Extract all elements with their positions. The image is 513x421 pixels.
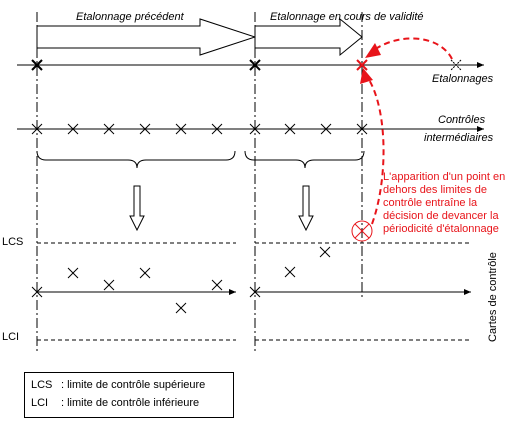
brace-current — [244, 150, 365, 169]
advance-arrowhead — [365, 43, 381, 58]
control-mark — [67, 123, 79, 135]
annotation-line-2: dehors des limites de — [383, 184, 487, 196]
legend-text: : limite de contrôle inférieure — [61, 397, 200, 409]
chart-point — [31, 286, 43, 298]
down-arrow-previous — [129, 185, 145, 232]
chart-point — [103, 279, 115, 291]
label-etalonnages: Etalonnages — [432, 73, 494, 85]
label-cartes-de-controle: Cartes de contrôle — [487, 252, 499, 342]
calibration-mark-planned — [450, 59, 462, 71]
control-mark — [211, 123, 223, 135]
period-arrow-previous — [36, 18, 257, 56]
calibration-mark-1 — [31, 59, 43, 71]
legend-row-lcs: LCS : limite de contrôle supérieure — [31, 379, 205, 391]
control-mark — [249, 123, 261, 135]
legend-text: : limite de contrôle supérieure — [61, 379, 206, 391]
calibration-mark-2 — [249, 59, 261, 71]
advance-arrow — [373, 37, 453, 60]
chart-point — [211, 279, 223, 291]
control-mark — [284, 123, 296, 135]
annotation-line-5: périodicité d'étalonnage — [383, 223, 499, 235]
label-etalonnage-en-cours: Etalonnage en cours de validité — [270, 11, 424, 23]
control-mark — [139, 123, 151, 135]
trigger-arrow — [367, 77, 385, 225]
period-arrow-current — [254, 17, 363, 57]
control-marks — [31, 123, 368, 135]
chart-points — [31, 246, 331, 314]
chart-point — [319, 246, 331, 258]
brace-previous — [36, 150, 236, 169]
label-controles: Contrôles — [438, 114, 486, 126]
control-mark — [320, 123, 332, 135]
control-mark — [103, 123, 115, 135]
control-mark — [356, 123, 368, 135]
control-mark — [31, 123, 43, 135]
chart-point — [249, 286, 261, 298]
legend-row-lci: LCI : limite de contrôle inférieure — [31, 397, 199, 409]
legend-abbr: LCI — [31, 397, 49, 409]
trigger-arrowhead — [360, 68, 373, 84]
annotation-line-3: contrôle entraîne la — [383, 197, 478, 209]
label-lcs: LCS — [2, 236, 23, 248]
down-arrow-current — [298, 185, 314, 232]
legend-box: LCS : limite de contrôle supérieure LCI : … — [24, 372, 234, 418]
calibration-mark-current — [356, 59, 368, 71]
annotation-line-4: décision de devancer la — [383, 210, 499, 222]
legend-abbr: LCS — [31, 379, 53, 391]
label-lci: LCI — [2, 331, 19, 343]
chart-point — [175, 302, 187, 314]
chart-point — [67, 267, 79, 279]
label-etalonnage-precedent: Etalonnage précédent — [76, 11, 185, 23]
chart-point — [139, 267, 151, 279]
annotation-line-1: L'apparition d'un point en — [383, 171, 505, 183]
out-of-limit-point — [351, 220, 373, 242]
chart-point — [284, 266, 296, 278]
label-intermediaires: intermédiaires — [424, 132, 494, 144]
control-mark — [175, 123, 187, 135]
